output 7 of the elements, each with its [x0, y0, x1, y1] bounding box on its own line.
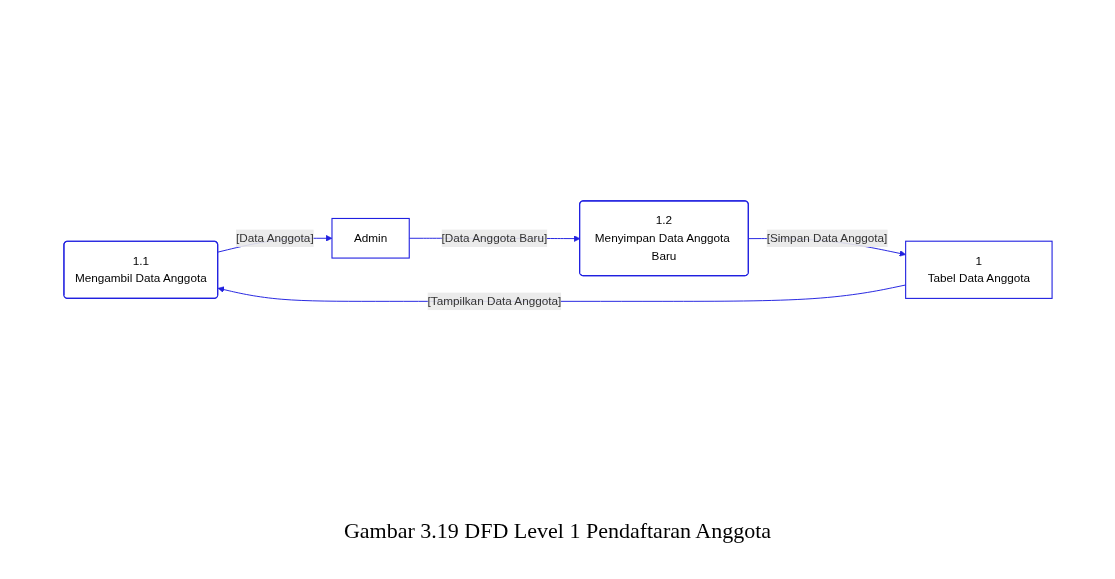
caption: Gambar 3.19 DFD Level 1 Pendaftaran Anggota [343, 518, 772, 544]
edge-label: [Tampilkan Data Anggota] [427, 294, 561, 307]
edge-label: [Data Anggota Baru] [441, 231, 547, 244]
node-box: Admin [330, 217, 410, 259]
edge-label: [Simpan Data Anggota] [766, 231, 887, 244]
node-box: 1 Tabel Data Anggota [904, 240, 1053, 299]
edge-label: [Data Anggota] [235, 231, 314, 244]
